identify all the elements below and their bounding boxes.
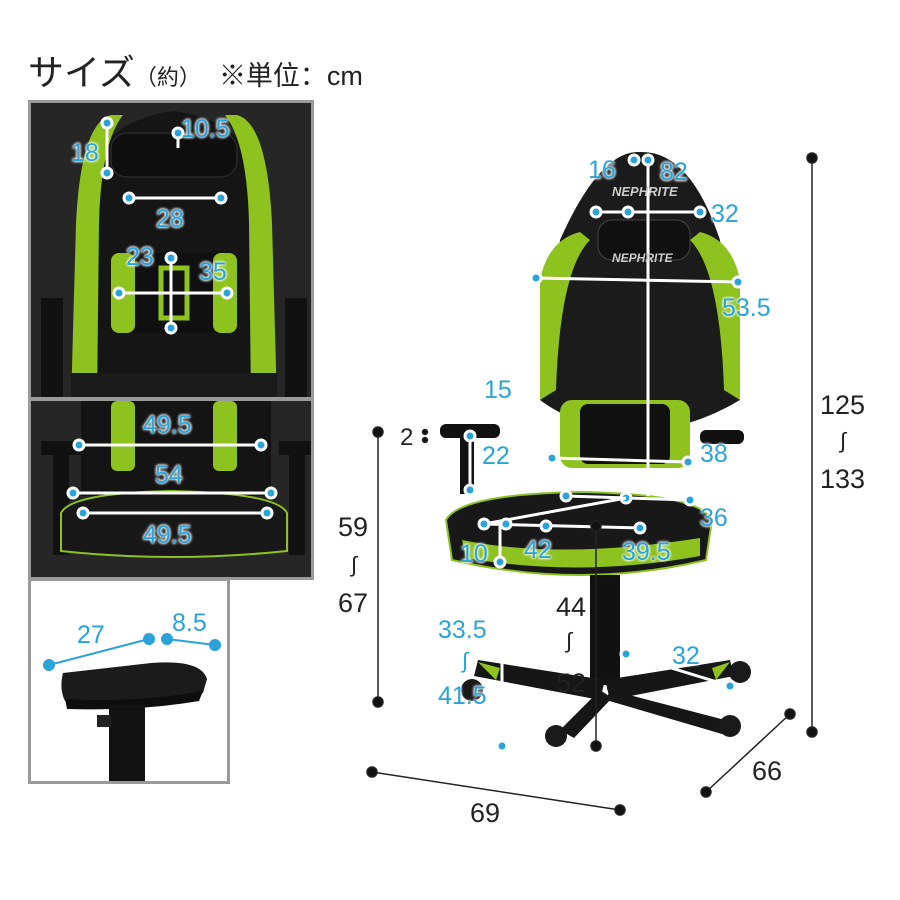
seat-detail-panel: 49.5 54 49.5 [28,398,314,580]
top-width-label: 32 [711,200,739,228]
seat-width-main-label: 39.5 [622,538,671,566]
title-text: サイズ [28,52,135,93]
brand-logo-headrest: NEPHRITE [612,251,674,265]
armrest-detail-panel: 27 8.5 [28,578,230,784]
total-height-max-label: 133 [820,464,866,494]
total-height-tilde: ∫ [840,428,847,453]
shoulder-width-label: 53.5 [722,294,771,322]
seat-height-max-label: 52 [556,668,587,698]
headrest-depth-label: 10.5 [181,115,230,143]
arm-floor-tilde: ∫ [462,648,469,673]
arm-adjust-label: 15 [484,376,512,404]
lumbar-width-main-label: 38 [700,440,728,468]
armpad-length-label: 27 [77,621,105,649]
seat-height-tilde: ∫ [566,628,573,653]
title-approx: （約） [134,65,201,90]
depth-label: 66 [752,756,783,786]
armrest-photo [43,633,221,781]
size-heading: サイズ（約） ※単位：cm [28,44,363,96]
seat-side-label: 42 [524,536,552,564]
seat-front-width-label: 49.5 [143,521,192,549]
arm-height-min-label: 59 [338,512,369,542]
headrest-photo [31,103,311,397]
back-height-label: 82 [660,158,688,186]
base-radius-label: 32 [672,642,700,670]
headrest-height-label: 18 [71,139,99,167]
seat-front-label: 10 [460,540,488,568]
seat-height-min-label: 44 [556,592,587,622]
total-height-min-label: 125 [820,390,866,420]
arm-height-max-label: 67 [338,588,369,618]
seat-photo [31,401,311,577]
headrest-width-label: 28 [156,205,184,233]
brand-logo-top: NEPHRITE [612,184,678,199]
lumbar-width-label: 35 [199,258,227,286]
backrest-width-label: 49.5 [143,411,192,439]
headrest-gap-label: 16 [588,156,616,184]
headrest-detail-panel: 18 10.5 28 23 35 [28,100,314,400]
arm-gap-label: 2 [400,424,414,451]
arm-floor-min-label: 33.5 [438,616,487,644]
seat-depth-label: 36 [700,504,728,532]
unit-note: ※単位：cm [218,61,363,91]
arm-floor-max-label: 41.5 [438,682,487,710]
lumbar-height-label: 23 [126,243,154,271]
arm-height-tilde: ∫ [351,552,358,577]
width-label: 69 [470,798,501,828]
armpad-width-label: 8.5 [172,609,207,637]
arm-from-seat-label: 22 [482,442,510,470]
seat-width-label: 54 [155,461,183,489]
